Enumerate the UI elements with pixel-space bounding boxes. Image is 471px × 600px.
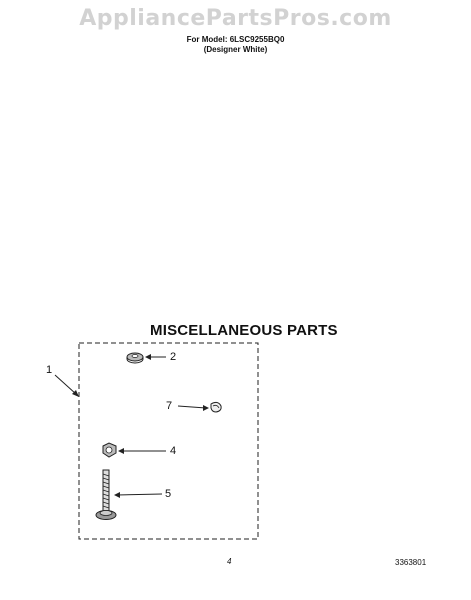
kit-box-outline xyxy=(78,342,259,540)
site-watermark: AppliancePartsPros.com xyxy=(79,6,392,31)
callout-5: 5 xyxy=(165,488,172,500)
model-line: For Model: 6LSC9255BQ0 xyxy=(186,35,285,44)
model-header: For Model: 6LSC9255BQ0 (Designer White) xyxy=(0,35,471,55)
leader-arrow-4 xyxy=(118,448,124,454)
nut-part xyxy=(102,442,117,458)
callout-7: 7 xyxy=(166,400,173,412)
document-number: 3363801 xyxy=(395,558,427,567)
leader-line-7 xyxy=(177,405,207,409)
page-number: 4 xyxy=(227,557,232,566)
washer-part xyxy=(126,352,144,364)
section-title: MISCELLANEOUS PARTS xyxy=(150,322,338,339)
callout-2: 2 xyxy=(170,351,177,363)
clip-part xyxy=(210,401,222,413)
callout-1: 1 xyxy=(46,364,53,376)
leader-line-1 xyxy=(54,374,77,395)
leader-arrow-2 xyxy=(145,354,151,360)
callout-4: 4 xyxy=(170,445,177,457)
leader-arrow-7 xyxy=(203,405,209,411)
leader-line-5 xyxy=(116,493,163,496)
color-line: (Designer White) xyxy=(203,45,268,54)
leader-arrow-1 xyxy=(72,390,79,397)
leader-arrow-5 xyxy=(114,492,120,498)
screw-part xyxy=(95,469,117,520)
